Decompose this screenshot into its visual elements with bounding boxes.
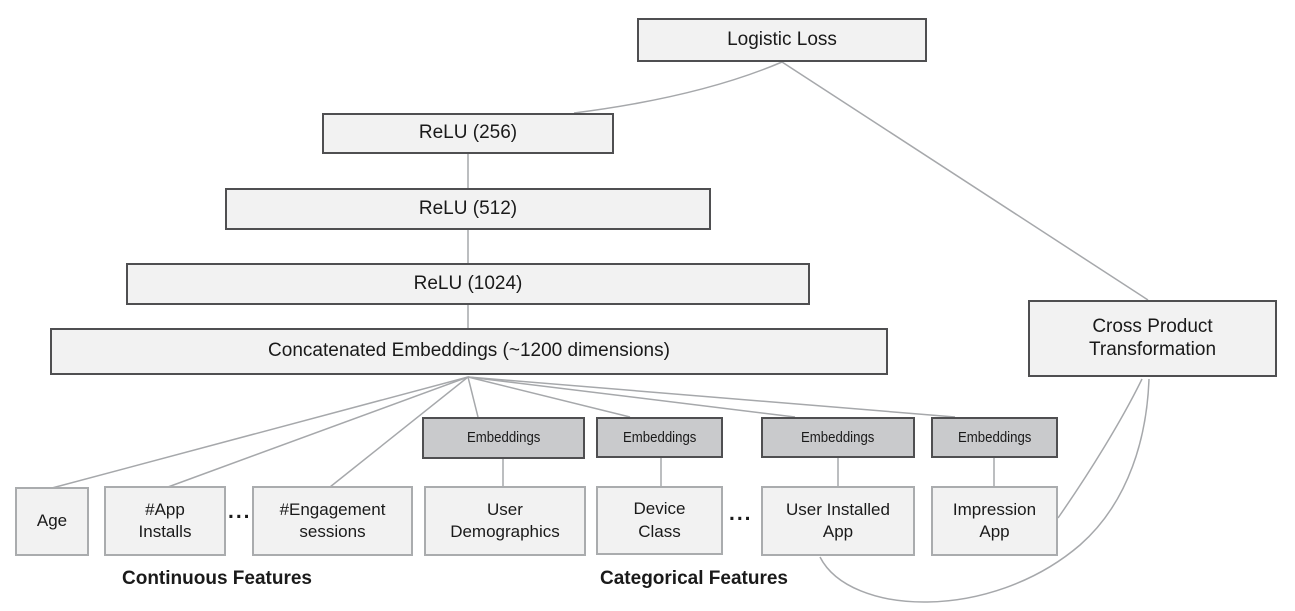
- edge-concat-to-embedding-4: [467, 376, 956, 418]
- node-user-installed-app-label: User Installed App: [786, 499, 890, 541]
- section-label-categorical-features: Categorical Features: [600, 568, 788, 589]
- edge-concat-to-embedding-2: [467, 376, 631, 418]
- node-relu-256: ReLU (256): [322, 113, 614, 154]
- node-embeddings-4-label: Embeddings: [957, 428, 1032, 446]
- node-device-class: Device Class: [596, 486, 723, 555]
- node-app-installs: #App Installs: [104, 486, 226, 556]
- edge-concat-to-age: [51, 376, 469, 489]
- node-age-label: Age: [36, 511, 68, 531]
- node-relu-1024: ReLU (1024): [126, 263, 810, 305]
- node-app-installs-label: #App Installs: [138, 499, 192, 541]
- node-impression-app-label: Impression App: [952, 499, 1037, 541]
- edge-user-installed-app-to-cross-product-arc: [819, 378, 1150, 603]
- edge-impression-app-to-cross-product-arc: [1057, 378, 1143, 519]
- edge-concat-to-embedding-1: [467, 376, 479, 418]
- node-relu-512-label: ReLU (512): [418, 197, 518, 219]
- node-embeddings-3-label: Embeddings: [801, 428, 875, 446]
- ellipsis-categorical: ...: [729, 502, 753, 525]
- node-logistic-loss-label: Logistic Loss: [727, 28, 837, 50]
- edge-loss-to-cross-product: [781, 61, 1149, 301]
- node-cross-product-transformation-label: Cross Product Transformation: [1088, 316, 1217, 360]
- ellipsis-continuous: ...: [228, 500, 252, 523]
- node-relu-256-label: ReLU (256): [418, 122, 518, 144]
- node-engagement-sessions: #Engagement sessions: [252, 486, 413, 556]
- node-age: Age: [15, 487, 89, 556]
- node-concatenated-embeddings: Concatenated Embeddings (~1200 dimension…: [50, 328, 888, 375]
- node-user-installed-app: User Installed App: [761, 486, 915, 556]
- node-embeddings-1-label: Embeddings: [466, 429, 541, 447]
- node-embeddings-3: Embeddings: [761, 417, 915, 458]
- node-relu-512: ReLU (512): [225, 188, 711, 230]
- edge-concat-to-app-installs: [167, 376, 469, 488]
- edge-concat-to-embedding-3: [467, 376, 796, 418]
- node-embeddings-2-label: Embeddings: [622, 428, 697, 446]
- node-logistic-loss: Logistic Loss: [637, 18, 927, 62]
- node-cross-product-transformation: Cross Product Transformation: [1028, 300, 1277, 377]
- node-user-demographics: User Demographics: [424, 486, 586, 556]
- node-impression-app: Impression App: [931, 486, 1058, 556]
- node-engagement-sessions-label: #Engagement sessions: [279, 499, 386, 541]
- edge-loss-to-relu256: [573, 61, 783, 114]
- node-user-demographics-label: User Demographics: [450, 499, 560, 541]
- node-embeddings-2: Embeddings: [596, 417, 723, 458]
- edge-concat-to-engagement: [329, 376, 469, 488]
- node-embeddings-1: Embeddings: [422, 417, 585, 459]
- node-device-class-label: Device Class: [633, 499, 686, 541]
- section-label-continuous-features: Continuous Features: [121, 568, 313, 589]
- node-relu-1024-label: ReLU (1024): [413, 272, 523, 294]
- node-concatenated-embeddings-label: Concatenated Embeddings (~1200 dimension…: [268, 340, 670, 362]
- node-embeddings-4: Embeddings: [931, 417, 1058, 458]
